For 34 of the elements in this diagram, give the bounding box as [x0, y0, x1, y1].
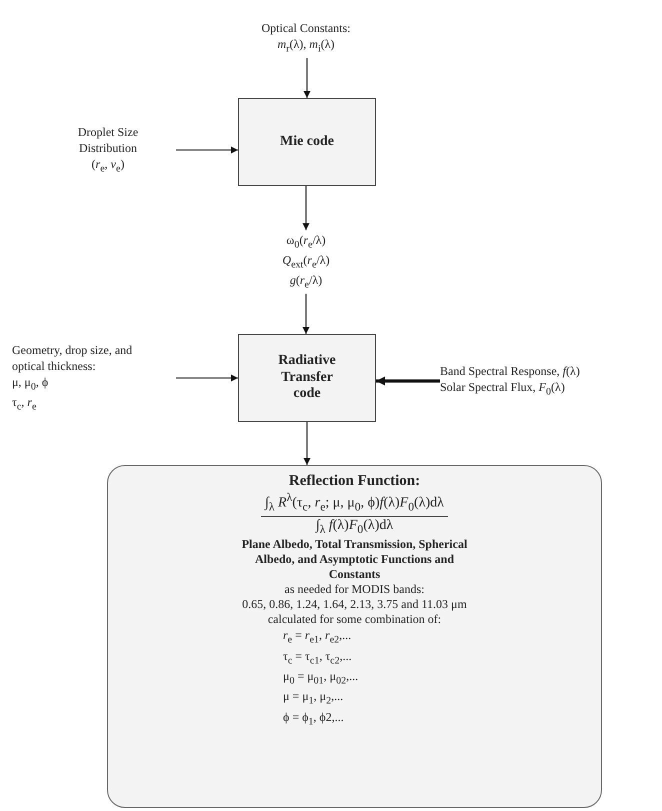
equation-text: μ = μ$_{1}$, μ$_{2}$,...	[283, 688, 344, 709]
input-label: Solar Spectral Flux, F$_{0}$(λ)	[440, 379, 565, 400]
arrow	[176, 374, 238, 382]
formula-denominator: ∫$_{λ}$ f(λ)F$_{0}$(λ)dλ	[316, 516, 394, 538]
process-box	[238, 98, 376, 186]
output-label: ω$_{0}$(r$_{e}$/λ)	[286, 232, 326, 252]
note-text: 0.65, 0.86, 1.24, 1.64, 2.13, 3.75 and 11.03 μm	[242, 597, 467, 612]
formula-numerator: ∫$_{λ}$ R$^{λ}$(τ$_{c}$, r$_{e}$; μ, μ$_{0}$, ϕ)f(λ)F$_{0}$(λ)dλ	[261, 490, 448, 517]
output-label: Q$_{ext}$(r$_{e}$/λ)	[282, 252, 330, 272]
process-title: Radiative Transfer code	[277, 352, 337, 404]
input-label: m$_{r}$(λ), m$_{i}$(λ)	[277, 36, 335, 56]
input-label: Band Spectral Response, f(λ)	[440, 362, 580, 380]
arrow	[304, 422, 310, 465]
input-label: μ, μ$_{0}$, ϕ	[12, 374, 48, 394]
input-label: τ$_{c}$, r$_{e}$	[12, 394, 36, 414]
input-label: (r$_{e}$, v$_{e}$)	[92, 156, 124, 176]
equation-text: μ$_{0}$ = μ$_{01}$, μ$_{02}$,...	[283, 668, 358, 688]
arrow	[176, 146, 238, 154]
arrow	[376, 376, 440, 386]
equation-text: ϕ = ϕ$_{1}$, ϕ2,...	[283, 708, 344, 730]
input-label: Optical Constants:	[262, 20, 350, 36]
note-text: calculated for some combination of:	[268, 612, 442, 628]
arrow	[302, 186, 310, 230]
equation-text: τ$_{c}$ = τ$_{c1}$, τ$_{c2}$,...	[283, 648, 352, 668]
process-box	[238, 334, 376, 422]
input-label: Geometry, drop size, and optical thickness:	[12, 342, 134, 374]
output-label: g(r$_{e}$/λ)	[290, 272, 322, 292]
process-title: Mie code	[278, 134, 336, 150]
arrow	[304, 58, 310, 98]
equation-text: r$_{e}$ = r$_{e1}$, r$_{e2}$,...	[283, 627, 352, 648]
note-text: as needed for MODIS bands:	[284, 582, 424, 598]
panel-heading: Reflection Function:	[288, 472, 420, 491]
output-panel	[107, 465, 602, 808]
arrow	[302, 294, 310, 334]
